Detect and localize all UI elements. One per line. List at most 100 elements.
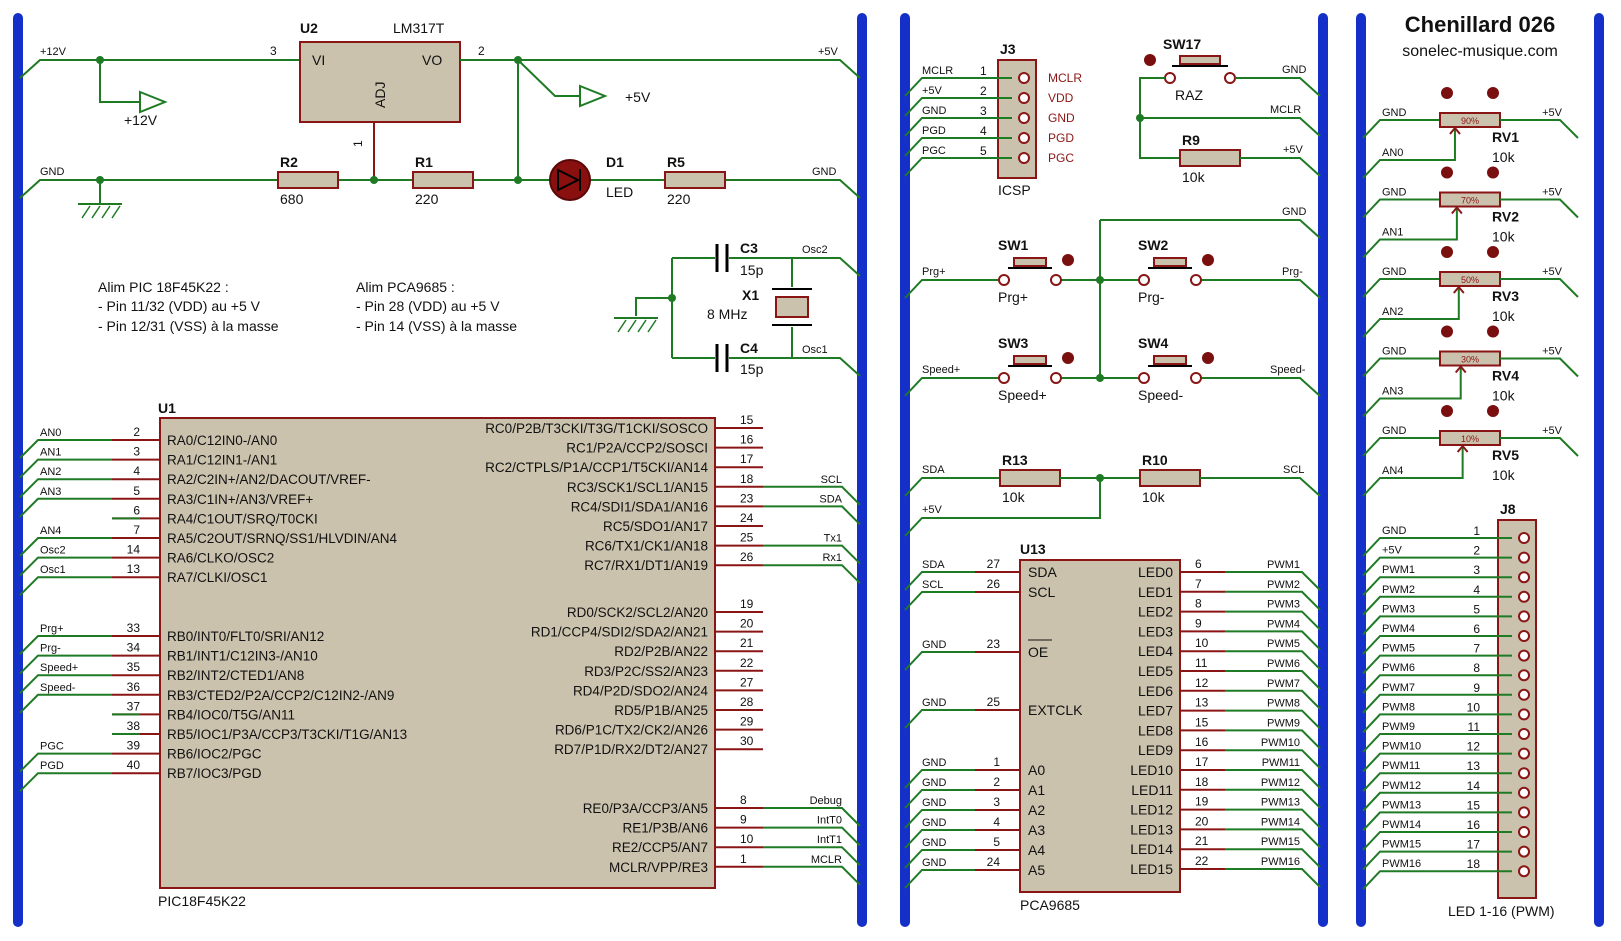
j8-pin-socket bbox=[1518, 610, 1530, 623]
j8-pin-socket bbox=[1518, 747, 1530, 760]
u1-pin-number: 4 bbox=[133, 464, 140, 478]
u1-pin-name: RA3/C1IN+/AN3/VREF+ bbox=[167, 492, 313, 507]
wire-u1-3 bbox=[19, 458, 112, 479]
wire-u13-25 bbox=[904, 709, 975, 729]
net-label-u13: PWM5 bbox=[1267, 638, 1300, 650]
pot-plus-indicator bbox=[1487, 246, 1499, 258]
net-label-j8: PWM16 bbox=[1382, 858, 1421, 870]
r1-value: 220 bbox=[415, 191, 439, 207]
u1-pin-number: 40 bbox=[127, 758, 141, 772]
net-label-u1: AN1 bbox=[40, 447, 61, 459]
wire-reset-gnd bbox=[1235, 77, 1321, 97]
j8-label: LED 1-16 (PWM) bbox=[1448, 903, 1555, 919]
c4-ref: C4 bbox=[740, 340, 758, 356]
wire-pot-5v bbox=[1500, 119, 1579, 139]
u1-pin-name: RA2/C2IN+/AN2/DACOUT/VREF- bbox=[167, 472, 371, 487]
wire-r9-5v bbox=[1240, 157, 1321, 177]
wire-12v bbox=[19, 59, 300, 79]
j8-pin-socket bbox=[1518, 845, 1530, 858]
wire-u1-5 bbox=[19, 497, 112, 518]
pot-minus-indicator bbox=[1441, 405, 1453, 417]
u1-pin-number: 39 bbox=[127, 739, 141, 753]
net-label-u13: PWM7 bbox=[1267, 678, 1300, 690]
u1-pin-number: 17 bbox=[740, 452, 754, 466]
power-supply-section: +12V +12V 3 U2 LM317T VI VO ADJ 1 2 +5V … bbox=[19, 20, 861, 219]
j8-pin-socket bbox=[1518, 728, 1530, 740]
wire-u1-7 bbox=[19, 537, 112, 557]
net-label-u13: GND bbox=[922, 757, 947, 769]
net-label-j3: PGD bbox=[922, 125, 946, 137]
net-label-j8: GND bbox=[1382, 525, 1407, 537]
net-label-u13: GND bbox=[922, 777, 947, 789]
net-label-12v: +12V bbox=[40, 46, 67, 58]
wire-u1-9 bbox=[763, 826, 861, 847]
u13-pin-number: 4 bbox=[993, 815, 1000, 829]
wire-pot-5v bbox=[1500, 357, 1579, 378]
u13-pin-name: LED9 bbox=[1138, 742, 1173, 758]
net-label-u13: GND bbox=[922, 837, 947, 849]
net-label-pot-gnd: GND bbox=[1382, 425, 1407, 437]
u13-pin-number: 20 bbox=[1195, 814, 1209, 828]
net-label-pot-5v: +5V bbox=[1542, 346, 1563, 358]
net-label-j8: PWM10 bbox=[1382, 741, 1421, 753]
net-label-u13: PWM14 bbox=[1261, 816, 1300, 828]
pot-setting: 90% bbox=[1461, 116, 1479, 126]
j3-pin-number: 5 bbox=[980, 144, 987, 158]
wire-u13-10 bbox=[1225, 650, 1321, 670]
wire-5v bbox=[460, 59, 861, 79]
net-label-speed-plus: Speed+ bbox=[922, 364, 960, 376]
wire-prg-minus bbox=[1200, 279, 1321, 299]
u2-part: LM317T bbox=[393, 20, 445, 36]
u13-pin-number: 15 bbox=[1195, 715, 1209, 729]
u13-pin-number: 24 bbox=[987, 855, 1001, 869]
power-flag-5v bbox=[579, 84, 608, 108]
wire-u1-14 bbox=[19, 556, 112, 577]
j8-pin-socket bbox=[1518, 708, 1530, 721]
net-label-j8: PWM1 bbox=[1382, 564, 1415, 576]
reset-section: SW17 RAZ GND MCLR R9 10k +5V bbox=[1136, 36, 1321, 185]
wire-pot-gnd bbox=[1362, 437, 1440, 457]
wire-pot-gnd bbox=[1362, 119, 1440, 139]
u1-pin-number: 38 bbox=[127, 719, 141, 733]
u13-pin-name: LED11 bbox=[1131, 782, 1173, 798]
wire-u13-13 bbox=[1225, 709, 1321, 730]
net-label-pot-5v: +5V bbox=[1542, 107, 1563, 119]
u13-ref: U13 bbox=[1020, 541, 1046, 557]
u1-pin-name: RD6/P1C/TX2/CK2/AN26 bbox=[555, 723, 708, 738]
u13-pin-number: 1 bbox=[993, 755, 1000, 769]
u1-microcontroller: U1 PIC18F45K22 2RA0/C12IN0-/AN0AN03RA1/C… bbox=[19, 400, 861, 909]
power-flag-5v-label: +5V bbox=[625, 89, 651, 105]
u1-pin-number: 1 bbox=[740, 852, 747, 866]
wire-u1-2 bbox=[19, 439, 112, 459]
d1-ref: D1 bbox=[606, 154, 624, 170]
net-label-j8: PWM8 bbox=[1382, 701, 1415, 713]
wire-u13-11 bbox=[1225, 670, 1321, 690]
u1-pin-name: RB7/IOC3/PGD bbox=[167, 766, 262, 781]
u1-pin-name: RE0/P3A/CCP3/AN5 bbox=[583, 801, 708, 816]
wire-pot-wiper bbox=[1362, 366, 1462, 418]
u13-pin-name: LED0 bbox=[1138, 564, 1173, 580]
r5-ref: R5 bbox=[667, 154, 685, 170]
net-label-u13: PWM2 bbox=[1267, 579, 1300, 591]
u1-pin-number: 3 bbox=[133, 445, 140, 459]
wire-j3-2 bbox=[904, 97, 1012, 117]
u1-pin-name: RB0/INT0/FLT0/SRI/AN12 bbox=[167, 629, 324, 644]
wire-u13-1 bbox=[904, 769, 975, 789]
net-label-j8: +5V bbox=[1382, 545, 1403, 557]
net-label-mclr: MCLR bbox=[1270, 104, 1301, 116]
wire-u13-27 bbox=[904, 571, 975, 591]
u1-pin-number: 5 bbox=[133, 484, 140, 498]
wire-osc2 bbox=[729, 257, 861, 277]
note-pca-line1: Alim PCA9685 : bbox=[356, 279, 455, 295]
net-label-pot-gnd: GND bbox=[1382, 266, 1407, 278]
net-label-j3: +5V bbox=[922, 85, 943, 97]
u1-pin-number: 20 bbox=[740, 617, 754, 631]
net-label-j8: PWM7 bbox=[1382, 682, 1415, 694]
j8-pin-socket bbox=[1518, 551, 1530, 564]
net-label-pot-5v: +5V bbox=[1542, 266, 1563, 278]
wire-j8-15 bbox=[1362, 811, 1512, 832]
wire-u1-1 bbox=[763, 865, 861, 886]
